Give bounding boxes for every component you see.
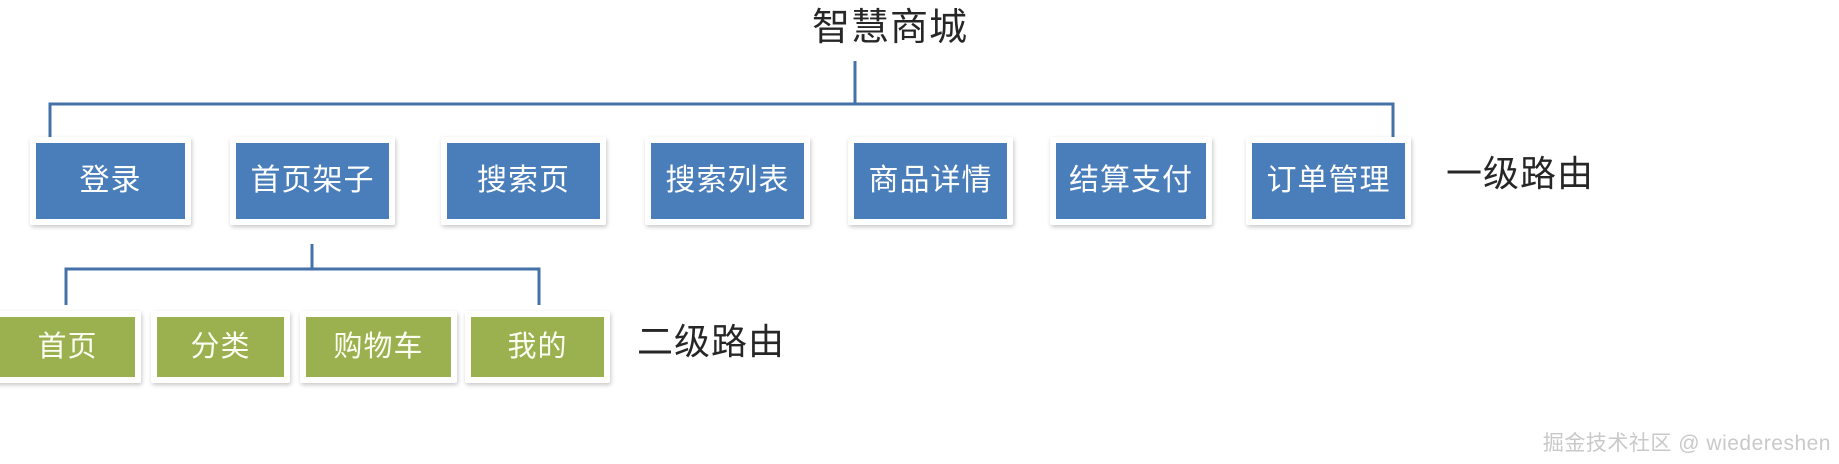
level2-node-cart[interactable]: 购物车 (300, 311, 457, 383)
level2-node-mine[interactable]: 我的 (465, 311, 610, 383)
level1-node-search-page-label: 搜索页 (447, 143, 600, 219)
level1-node-home-shell[interactable]: 首页架子 (230, 137, 395, 225)
level1-node-search-list[interactable]: 搜索列表 (645, 137, 810, 225)
level1-node-checkout-payment[interactable]: 结算支付 (1050, 137, 1212, 225)
root-node-label: 智慧商城 (811, 7, 968, 49)
level2-node-category-label: 分类 (157, 317, 284, 377)
level1-node-home-shell-label: 首页架子 (236, 143, 389, 219)
level2-node-category[interactable]: 分类 (151, 311, 290, 383)
level1-node-order-management[interactable]: 订单管理 (1246, 137, 1411, 225)
level2-node-cart-label: 购物车 (306, 317, 451, 377)
level2-node-home[interactable]: 首页 (0, 311, 141, 383)
level1-node-login-label: 登录 (36, 143, 185, 219)
level2-annotation: 二级路由 (637, 321, 786, 362)
top-bracket (48, 61, 1395, 137)
level2-node-mine-label: 我的 (471, 317, 604, 377)
level1-node-search-page[interactable]: 搜索页 (441, 137, 606, 225)
level1-node-login[interactable]: 登录 (30, 137, 191, 225)
level1-node-search-list-label: 搜索列表 (651, 143, 804, 219)
level1-annotation: 一级路由 (1446, 153, 1595, 194)
level1-node-order-management-label: 订单管理 (1252, 143, 1405, 219)
watermark-text: 掘金技术社区 @ wiedereshen (1542, 432, 1831, 455)
level1-node-checkout-payment-label: 结算支付 (1056, 143, 1206, 219)
level1-node-product-detail[interactable]: 商品详情 (848, 137, 1013, 225)
level2-node-home-label: 首页 (0, 317, 135, 377)
sub-bracket (64, 244, 541, 305)
level1-node-product-detail-label: 商品详情 (854, 143, 1007, 219)
